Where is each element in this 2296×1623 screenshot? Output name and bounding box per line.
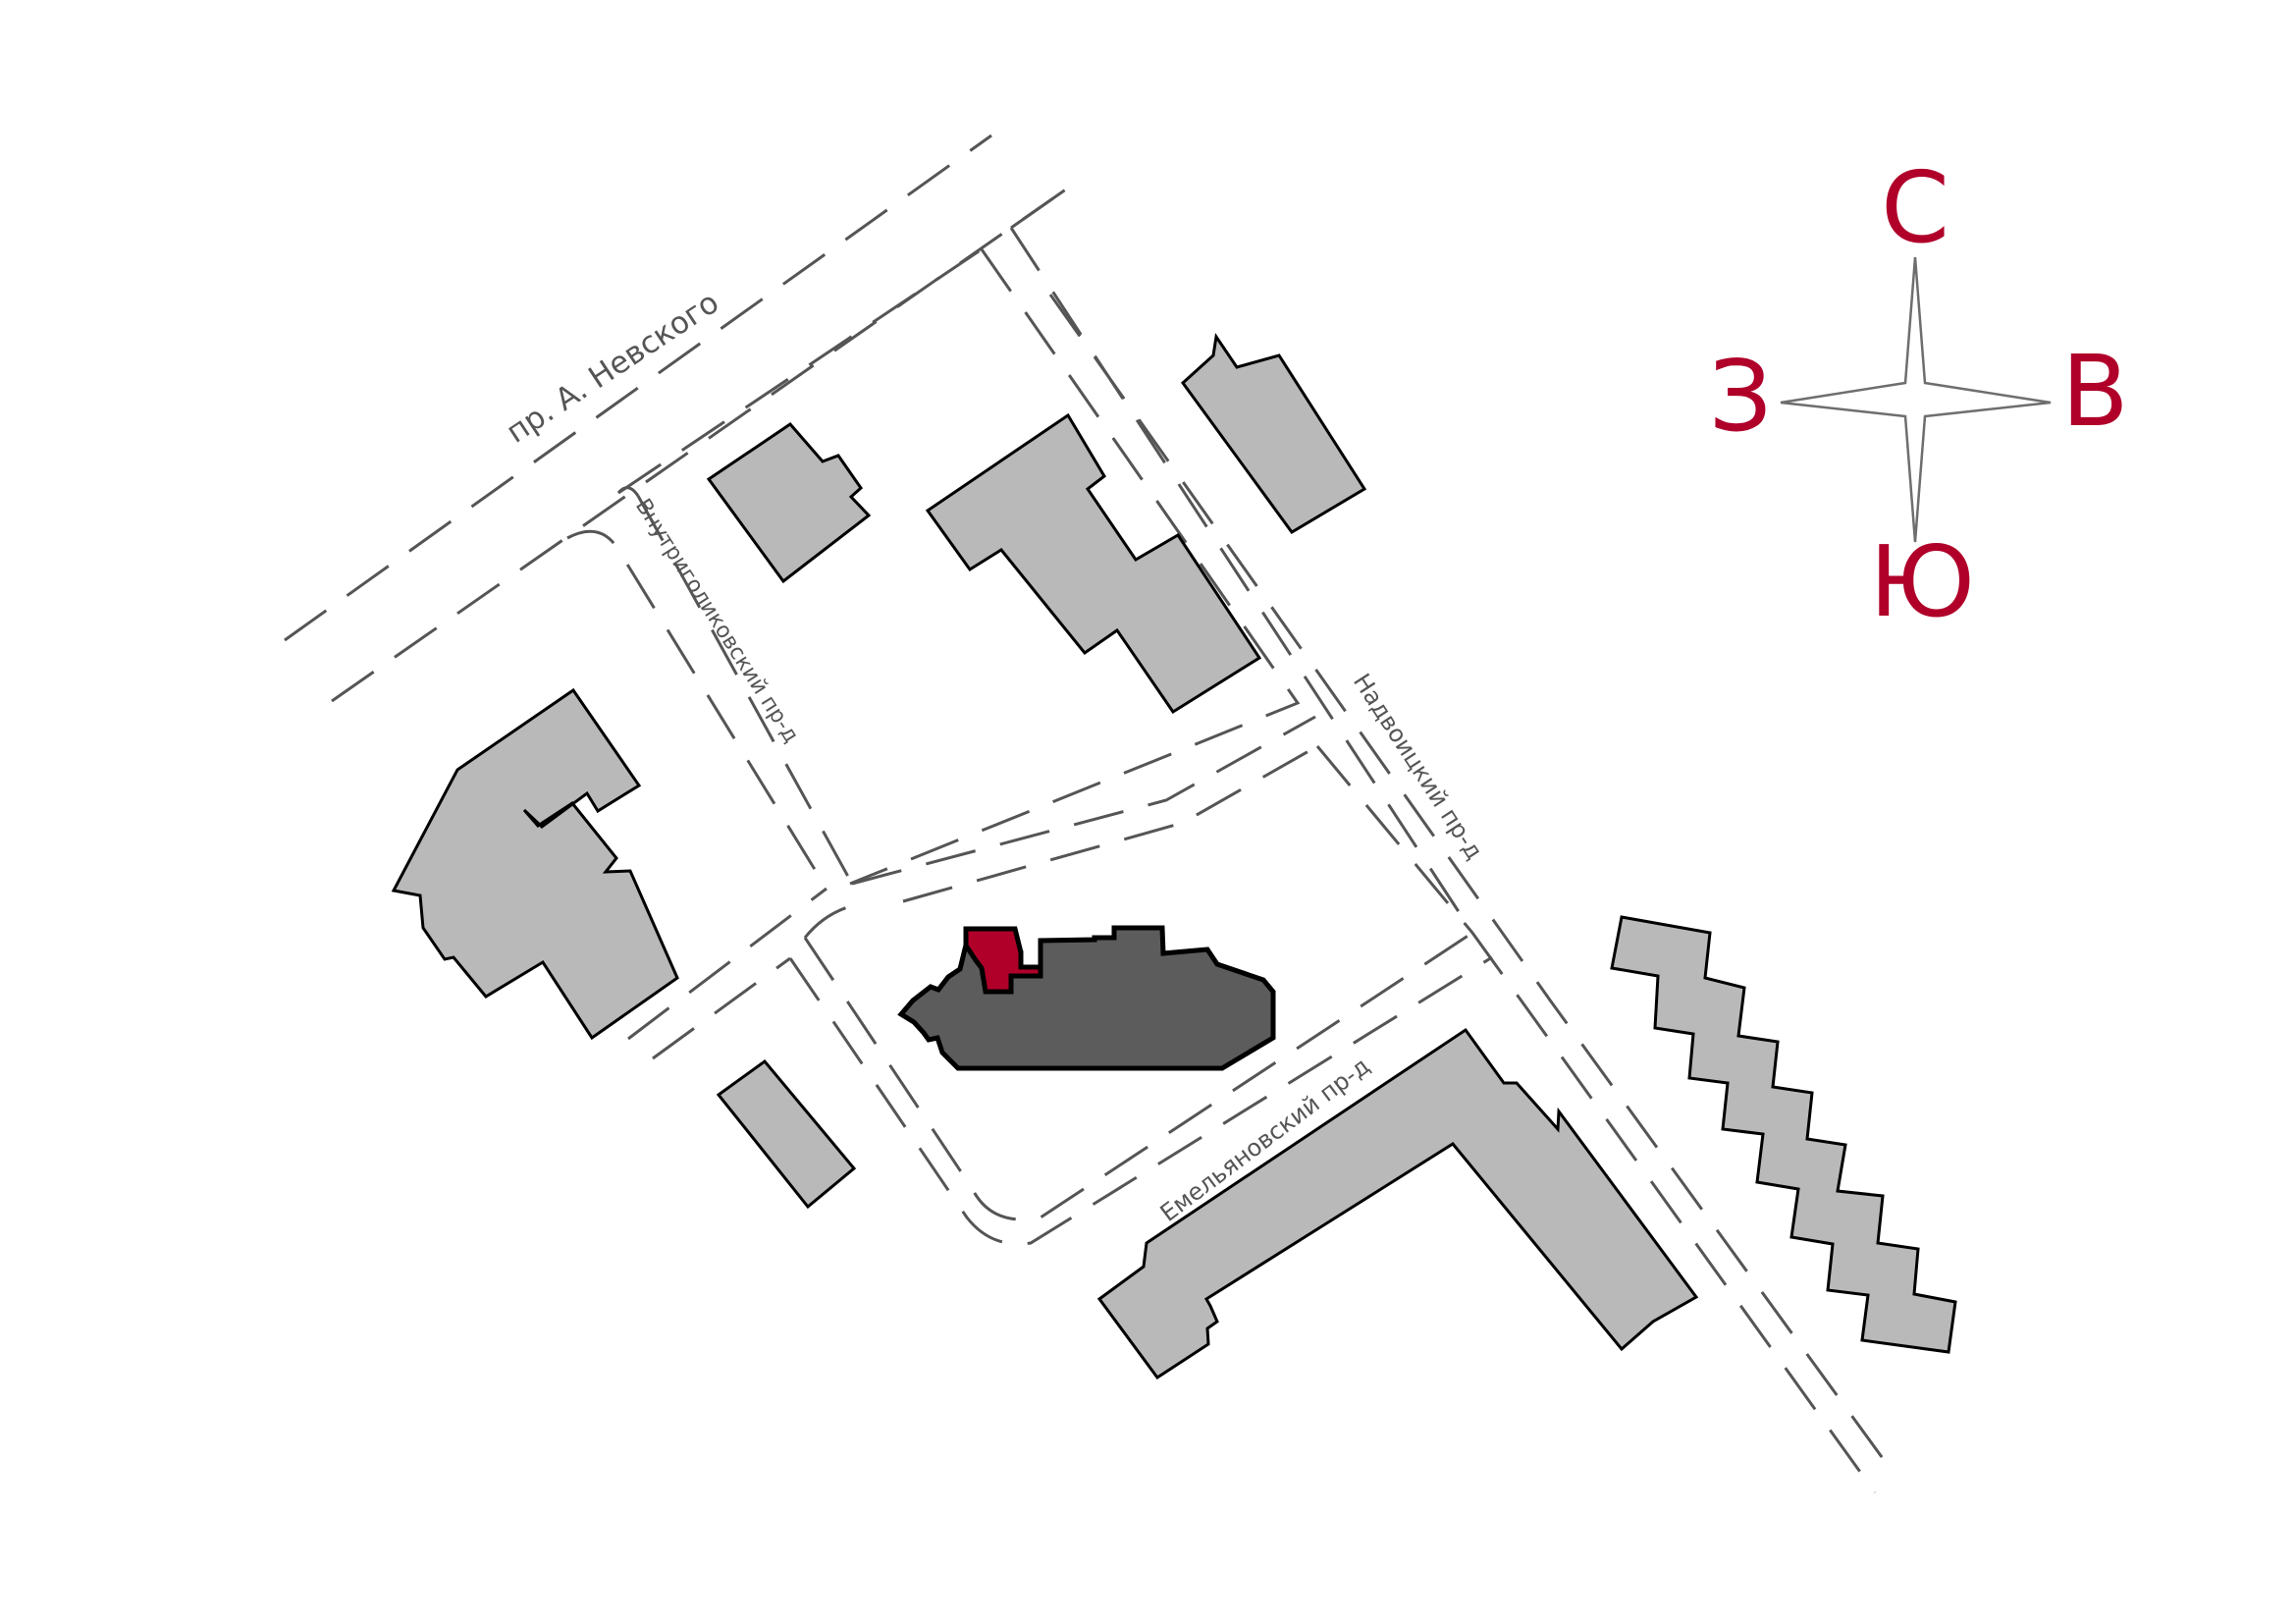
road-west-curve bbox=[566, 529, 828, 890]
target-building-body bbox=[897, 925, 1276, 1071]
street-labels: пр. А. Невского Внутриголиковский пр-д Н… bbox=[501, 285, 1489, 1227]
road-court-east bbox=[1315, 745, 1474, 934]
road-nadvoitsky-west-edge bbox=[849, 248, 1301, 886]
road-inner-connector-south bbox=[902, 744, 1318, 903]
building-north-east bbox=[1180, 333, 1367, 534]
building-southwest bbox=[716, 1058, 857, 1210]
road-nadvoitsky-east-edge bbox=[1010, 185, 1071, 230]
road-court-south bbox=[803, 903, 855, 939]
road-vnutrigolikovsky-west-edge bbox=[616, 486, 640, 497]
road-inner-connector bbox=[851, 715, 1316, 886]
street-label-nevsky: пр. А. Невского bbox=[501, 285, 725, 451]
compass-east-label: В bbox=[2061, 334, 2129, 449]
road-nevsky-north-edge bbox=[284, 134, 992, 642]
road-network bbox=[284, 134, 1892, 1493]
road-nadvoitsky-far-edge bbox=[1048, 294, 1892, 1469]
compass-star-icon bbox=[1780, 256, 2052, 543]
building-east-stepped bbox=[1610, 915, 1957, 1354]
building-north-large bbox=[925, 412, 1262, 715]
compass-rose: С В Ю З bbox=[1709, 150, 2129, 639]
building-south-large bbox=[1096, 1027, 1699, 1380]
street-label-nadvoitsky: Надвоицкий пр-д bbox=[1348, 669, 1488, 864]
road-court-west bbox=[803, 931, 1473, 1221]
building-north-small bbox=[706, 422, 872, 584]
neighbor-buildings bbox=[391, 333, 1957, 1380]
road-west-lower-2 bbox=[652, 956, 791, 1060]
building-west bbox=[391, 687, 679, 1041]
target-building bbox=[897, 925, 1276, 1071]
compass-south-label: Ю bbox=[1869, 524, 1975, 639]
road-west-lower-1 bbox=[627, 887, 828, 1041]
target-building-highlighted-section bbox=[963, 926, 1043, 995]
compass-north-label: С bbox=[1881, 150, 1949, 265]
road-emelyanovsky-south bbox=[788, 955, 1493, 1246]
compass-west-label: З bbox=[1709, 339, 1772, 454]
